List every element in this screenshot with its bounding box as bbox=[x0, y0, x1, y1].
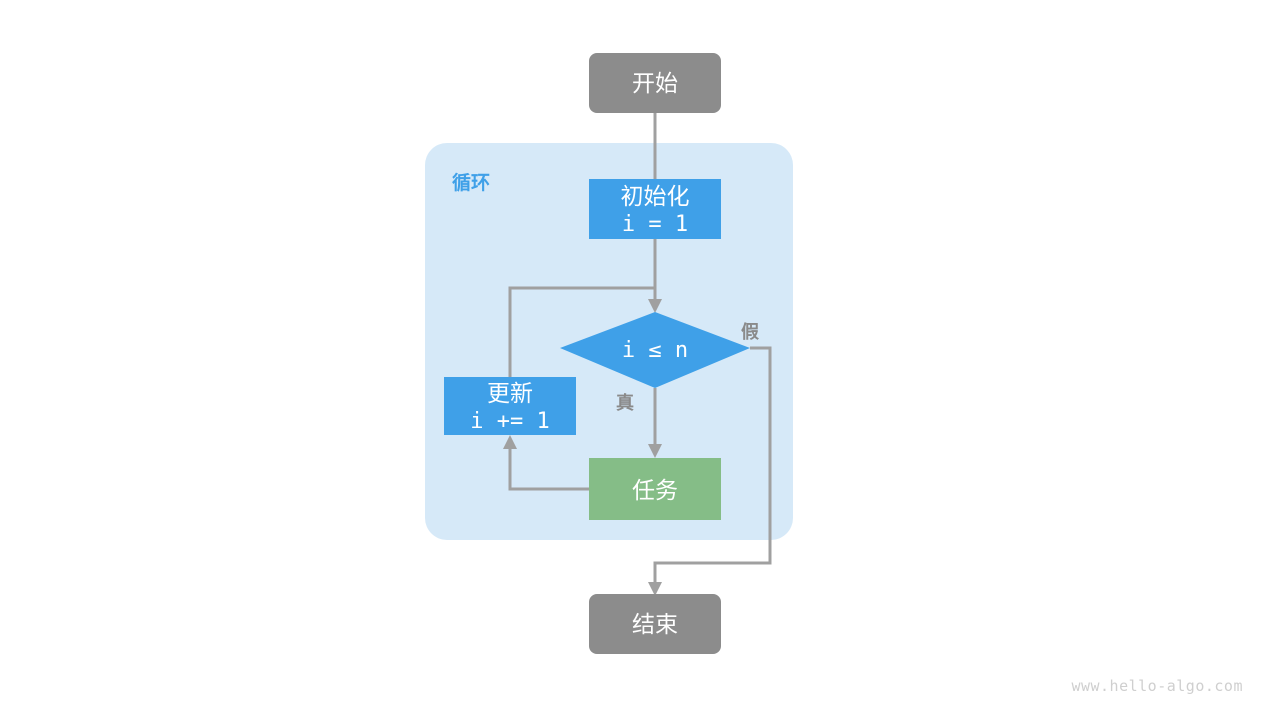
node-end[interactable]: 结束 bbox=[589, 594, 721, 654]
node-start-shape bbox=[589, 53, 721, 113]
node-update[interactable]: 更新 i += 1 bbox=[444, 377, 576, 435]
node-update-label-line2: i += 1 bbox=[470, 409, 549, 434]
arrowhead-into-task bbox=[648, 444, 662, 458]
node-init-shape bbox=[589, 179, 721, 239]
node-end-label: 结束 bbox=[632, 611, 678, 637]
node-update-label-line1: 更新 bbox=[487, 380, 533, 406]
edge-label-true: 真 bbox=[616, 392, 634, 413]
node-start[interactable]: 开始 bbox=[589, 53, 721, 113]
arrowhead-into-update bbox=[503, 435, 517, 449]
node-decision-shape bbox=[560, 312, 750, 388]
edge-update-to-decision-loopback bbox=[508, 286, 655, 377]
node-decision-label: i ≤ n bbox=[622, 338, 688, 363]
node-init-label-line2: i = 1 bbox=[622, 212, 688, 237]
arrowhead-into-end bbox=[648, 582, 662, 596]
node-start-label: 开始 bbox=[632, 70, 678, 96]
node-update-shape bbox=[444, 377, 576, 435]
watermark-label: www.hello-algo.com bbox=[1071, 677, 1243, 695]
node-decision[interactable]: i ≤ n bbox=[560, 312, 750, 388]
node-init-label-line1: 初始化 bbox=[621, 183, 690, 209]
edge-label-false: 假 bbox=[741, 321, 760, 342]
node-init[interactable]: 初始化 i = 1 bbox=[589, 179, 721, 239]
node-end-shape bbox=[589, 594, 721, 654]
edge-task-to-update bbox=[508, 445, 589, 491]
node-task-shape bbox=[589, 458, 721, 520]
node-task-label: 任务 bbox=[632, 477, 678, 503]
arrowhead-into-decision bbox=[648, 299, 662, 313]
node-task[interactable]: 任务 bbox=[589, 458, 721, 520]
loop-group-label: 循环 bbox=[452, 171, 490, 194]
edge-decision-false-to-end bbox=[653, 346, 772, 585]
